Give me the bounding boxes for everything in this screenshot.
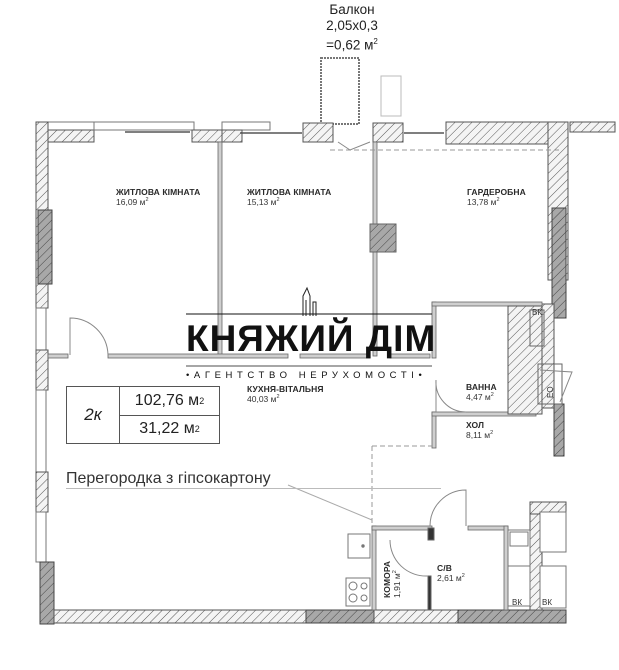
room-name: ВАННА bbox=[466, 382, 497, 392]
balcony-area: =0,62 м2 bbox=[326, 37, 378, 53]
room-name: КУХНЯ-ВІТАЛЬНЯ bbox=[247, 384, 324, 394]
room-area: 8,11 м2 bbox=[466, 430, 494, 440]
water-meter-label: ВК bbox=[532, 308, 542, 317]
room-name: КОМОРА bbox=[382, 560, 392, 598]
rooms-count: 2к bbox=[67, 387, 120, 443]
room-area: 2,61 м2 bbox=[437, 573, 465, 583]
balcony-outline bbox=[320, 57, 402, 125]
partition-annotation: Перегородка з гіпсокартону bbox=[66, 470, 441, 489]
room-name: ХОЛ bbox=[466, 420, 485, 430]
room-living-room-2: ЖИТЛОВА КІМНАТА 15,13 м2 bbox=[247, 187, 331, 207]
water-meter-label: ВК bbox=[542, 598, 552, 607]
room-bathroom: ВАННА 4,47 м2 bbox=[466, 382, 497, 402]
electric-panel-label: ЕО bbox=[546, 386, 555, 398]
interior-partitions bbox=[47, 141, 563, 611]
exterior-walls bbox=[35, 121, 616, 625]
room-area: 15,13 м2 bbox=[247, 197, 280, 207]
room-name: С/В bbox=[437, 563, 452, 573]
watermark-tagline: •АГЕНТСТВО НЕРУХОМОСТІ• bbox=[186, 370, 427, 381]
room-area: 40,03 м2 bbox=[247, 394, 280, 404]
drywall-partition bbox=[287, 149, 560, 526]
balcony-title: Балкон bbox=[329, 2, 375, 17]
room-area: 13,78 м2 bbox=[467, 197, 500, 207]
door-swings bbox=[69, 141, 573, 577]
logo-building-icon bbox=[302, 286, 317, 316]
room-hall: ХОЛ 8,11 м2 bbox=[466, 420, 493, 440]
stove-icon bbox=[345, 577, 371, 607]
room-area: 16,09 м2 bbox=[116, 197, 149, 207]
room-kitchen-living: КУХНЯ-ВІТАЛЬНЯ 40,03 м2 bbox=[247, 384, 324, 404]
sink-icon bbox=[347, 533, 371, 559]
balcony-label: Балкон 2,05x0,3 =0,62 м2 bbox=[300, 2, 404, 54]
water-meter-label: ВК bbox=[512, 598, 522, 607]
room-area: 1,91 м2 bbox=[392, 570, 402, 598]
utility-shafts bbox=[507, 511, 567, 609]
kitchen-fixtures bbox=[345, 533, 371, 607]
room-area: 4,47 м2 bbox=[466, 392, 494, 402]
room-wc: С/В 2,61 м2 bbox=[437, 563, 465, 583]
room-name: ЖИТЛОВА КІМНАТА bbox=[116, 187, 201, 197]
watermark-logo-name: КНЯЖИЙ ДІМ bbox=[186, 318, 437, 359]
room-wardrobe: ГАРДЕРОБНА 13,78 м2 bbox=[467, 187, 526, 207]
room-storage: КОМОРА 1,91 м2 bbox=[382, 561, 402, 598]
room-name: ЖИТЛОВА КІМНАТА bbox=[247, 187, 332, 197]
room-living-room-1: ЖИТЛОВА КІМНАТА 16,09 м2 bbox=[116, 187, 200, 207]
balcony-dimensions: 2,05x0,3 bbox=[326, 18, 378, 33]
room-name: ГАРДЕРОБНА bbox=[467, 187, 526, 197]
